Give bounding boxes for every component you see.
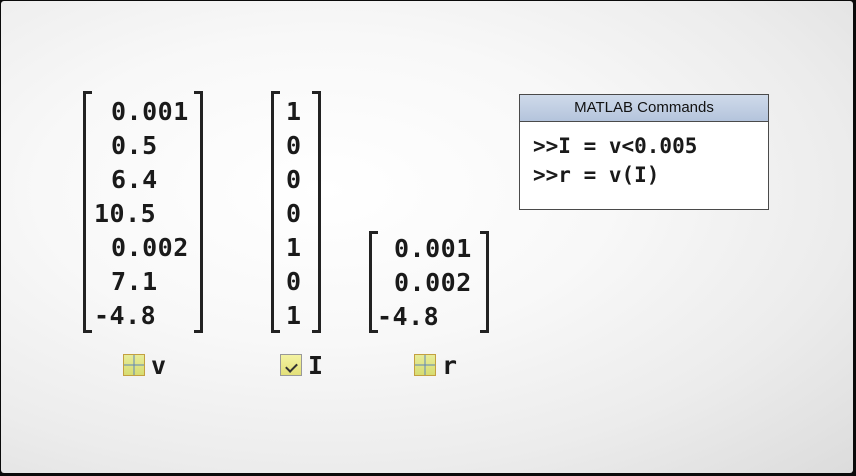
logical-check-icon <box>280 354 302 376</box>
matrix-v-cell-5: 0.002 <box>111 233 189 262</box>
command-line-1: >>I = v<0.005 <box>533 134 698 158</box>
variable-name-r: r <box>442 350 458 380</box>
left-bracket <box>369 231 378 333</box>
matrix-I-cell-7: 1 <box>286 301 302 330</box>
variable-name-I: I <box>308 350 324 380</box>
matrix-v-cell-7: -4.8 <box>94 301 157 330</box>
matrix-I-cell-4: 0 <box>286 199 302 228</box>
matrix-r-cell-1: 0.001 <box>394 234 472 263</box>
matrix-v-cell-3: 6.4 <box>111 165 158 194</box>
matrix-I-cell-1: 1 <box>286 97 302 126</box>
variable-label-v: v <box>123 350 167 380</box>
matrix-grid-icon <box>414 354 436 376</box>
panel-body: >>I = v<0.005 >>r = v(I) <box>520 122 768 190</box>
command-line-2: >>r = v(I) <box>533 163 660 187</box>
matrix-v-cell-6: 7.1 <box>111 267 158 296</box>
variable-name-v: v <box>151 350 167 380</box>
right-bracket <box>312 91 321 333</box>
matrix-v-cell-2: 0.5 <box>111 131 158 160</box>
matrix-v-cell-4: 10.5 <box>94 199 157 228</box>
panel-title: MATLAB Commands <box>520 95 768 122</box>
matlab-commands-panel: MATLAB Commands >>I = v<0.005 >>r = v(I) <box>519 94 769 210</box>
matrix-r-cell-3: -4.8 <box>377 302 440 331</box>
matrix-I-cell-6: 0 <box>286 267 302 296</box>
left-bracket <box>83 91 92 333</box>
matrix-grid-icon <box>123 354 145 376</box>
matrix-I-cell-5: 1 <box>286 233 302 262</box>
right-bracket <box>480 231 489 333</box>
right-bracket <box>194 91 203 333</box>
matrix-I-cell-3: 0 <box>286 165 302 194</box>
matrix-r-cell-2: 0.002 <box>394 268 472 297</box>
matrix-v: 0.001 0.5 6.4 10.5 0.002 7.1 -4.8 <box>83 91 203 333</box>
left-bracket <box>271 91 280 333</box>
matrix-r: 0.001 0.002 -4.8 <box>369 231 489 333</box>
matrix-v-cell-1: 0.001 <box>111 97 189 126</box>
variable-label-I: I <box>280 350 324 380</box>
variable-label-r: r <box>414 350 458 380</box>
matrix-I: 1 0 0 0 1 0 1 <box>271 91 321 333</box>
matrix-I-cell-2: 0 <box>286 131 302 160</box>
